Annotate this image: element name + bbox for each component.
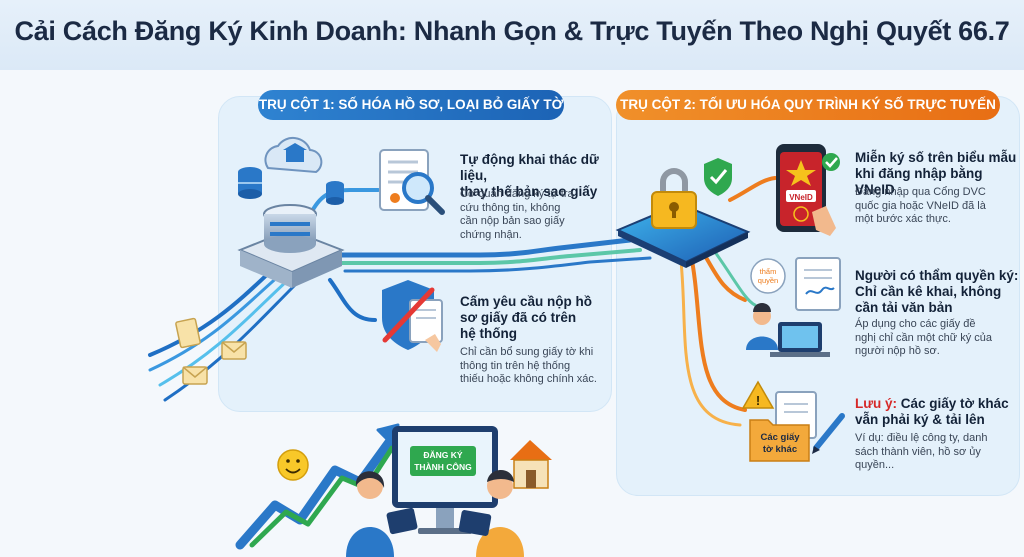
title-bar xyxy=(0,0,1024,70)
vneid-phone-icon: VNeID xyxy=(776,144,840,236)
page-title: Cải Cách Đăng Ký Kinh Doanh: Nhanh Gọn &… xyxy=(14,16,1010,46)
tablet-padlock-icon xyxy=(615,168,751,268)
bubble-line-1: thẩm xyxy=(760,267,777,276)
bubble-line-2: quyền xyxy=(758,276,778,285)
house-icon xyxy=(510,440,552,489)
server-stack-icon xyxy=(237,204,345,288)
woman-with-tablet-icon xyxy=(346,471,418,557)
p2-item3-body: Ví dụ: điều lệ công ty, danh sách thành … xyxy=(855,432,988,471)
database-small-icon xyxy=(326,181,344,205)
data-stream-lines xyxy=(148,188,652,402)
p1-item1-heading: Tự động khai thác dữ liệu, thay thế bản … xyxy=(460,152,599,199)
screen-line-2: THÀNH CÔNG xyxy=(414,461,472,472)
p1-item2-heading: Cấm yêu cầu nộp hồ sơ giấy đã có trên hệ… xyxy=(460,294,593,341)
man-with-tablet-icon xyxy=(458,470,524,557)
cloud-bank-icon xyxy=(264,136,323,174)
p2-item1-heading: Miễn ký số trên biểu mẫu khi đăng nhập b… xyxy=(855,150,1017,197)
document-search-icon xyxy=(379,149,445,215)
screen-line-1: ĐĂNG KÝ xyxy=(423,449,463,460)
other-documents-folder-icon: ! Các giấy tờ khác xyxy=(741,380,845,462)
vneid-label: VNeID xyxy=(789,193,813,202)
p2-item3-heading: Lưu ý: Các giấy tờ khác vẫn phải ký & tả… xyxy=(855,396,1009,427)
database-icon xyxy=(238,167,262,199)
note-prefix: Lưu ý: xyxy=(855,396,898,411)
success-monitor-icon: ĐĂNG KÝ THÀNH CÔNG xyxy=(392,426,498,534)
folder-line-2: tờ khác xyxy=(763,444,797,455)
p2-item2-body: Áp dụng cho các giấy đề nghị chỉ cần một… xyxy=(855,318,992,357)
smiley-icon xyxy=(277,449,309,481)
no-paper-shield-icon xyxy=(382,280,443,352)
svg-text:!: ! xyxy=(756,393,760,408)
shield-check-icon xyxy=(704,158,732,196)
authorized-signer-icon: thẩm quyền xyxy=(746,257,841,357)
orange-flow-lines xyxy=(678,176,777,427)
pillar-1-label: TRỤ CỘT 1: SỐ HÓA HỒ SƠ, LOẠI BỎ GIẤY TỜ xyxy=(258,90,564,120)
p2-item2-heading: Người có thẩm quyền ký: Chỉ cần kê khai,… xyxy=(855,268,1019,315)
folder-line-1: Các giấy xyxy=(760,432,800,443)
floating-documents-icon xyxy=(175,317,247,385)
p1-item1-body: Cơ quan đăng ký tự tra cứu thông tin, kh… xyxy=(460,188,574,241)
p2-item1-body: Đăng nhập qua Cổng DVC quốc gia hoặc VNe… xyxy=(855,186,986,225)
pillar-2-label: TRỤ CỘT 2: TỐI ƯU HÓA QUY TRÌNH KÝ SỐ TR… xyxy=(616,90,1000,120)
p1-item2-body: Chỉ cần bổ sung giấy tờ khi thông tin tr… xyxy=(460,346,597,385)
